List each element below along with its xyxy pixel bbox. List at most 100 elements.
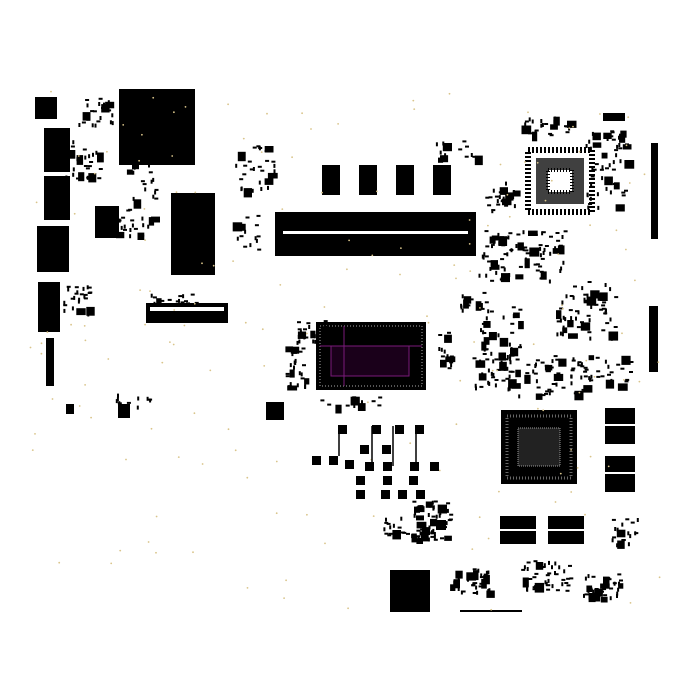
smd-part <box>589 196 592 201</box>
smd-part <box>559 331 562 336</box>
via-dot <box>155 551 157 554</box>
smd-part <box>285 375 290 378</box>
smd-part <box>627 542 630 547</box>
smd-part <box>611 168 616 171</box>
smd-part <box>76 155 84 165</box>
via-dot <box>261 328 264 331</box>
smd-part <box>415 535 418 540</box>
smd-part <box>92 110 97 113</box>
smd-part <box>555 358 560 361</box>
smd-part <box>587 574 590 579</box>
smd-part <box>314 339 317 344</box>
power-stage <box>383 462 392 471</box>
via-dot <box>527 111 529 114</box>
smd-part <box>300 377 305 380</box>
smd-part <box>418 507 421 511</box>
via-dot <box>562 307 564 310</box>
smd-part <box>446 508 449 513</box>
dimm-chip-2 <box>359 165 377 195</box>
bottom-components <box>266 402 522 612</box>
smd-part <box>585 299 590 302</box>
smd-part <box>320 399 325 402</box>
smd-part <box>603 576 610 585</box>
smd-part <box>509 360 512 365</box>
smd-part <box>575 310 579 313</box>
smd-part <box>416 506 425 513</box>
smd-part <box>576 326 581 329</box>
smd-part <box>301 347 306 350</box>
smd-part <box>532 369 535 374</box>
smd-part <box>140 180 145 183</box>
smd-part <box>472 357 477 360</box>
left-connector-1 <box>44 128 70 172</box>
smd-part <box>616 144 619 149</box>
via-dot <box>572 125 574 128</box>
smd-part <box>554 573 559 576</box>
smd-part <box>456 576 461 579</box>
smd-part <box>256 214 261 217</box>
smd-part <box>500 236 504 239</box>
via-dot <box>244 321 247 324</box>
smd-part <box>137 232 145 240</box>
smd-part <box>406 532 410 535</box>
smd-part <box>518 346 522 349</box>
smd-part <box>446 357 451 360</box>
smd-part <box>485 245 490 248</box>
smd-part <box>387 534 392 537</box>
smd-part <box>292 351 297 354</box>
vram-3-stripe <box>500 529 536 531</box>
smd-part <box>618 135 620 140</box>
power-stage <box>381 490 390 499</box>
smd-part <box>141 216 144 221</box>
smd-part <box>88 179 93 182</box>
smd-part <box>562 327 568 334</box>
smd-part <box>544 580 547 585</box>
smd-part <box>425 501 433 508</box>
smd-part <box>131 223 134 228</box>
smd-part <box>460 305 463 310</box>
smd-part <box>553 116 560 126</box>
smd-part <box>383 527 386 532</box>
power-stage <box>345 460 354 469</box>
smd-part <box>87 286 92 289</box>
smd-part <box>556 372 561 375</box>
smd-part <box>471 584 476 586</box>
smd-part <box>81 121 86 124</box>
smd-part <box>483 573 488 576</box>
smd-part <box>90 110 95 113</box>
smd-part <box>134 201 139 204</box>
smd-part <box>500 200 505 203</box>
via-dot <box>279 284 282 286</box>
smd-part <box>577 310 580 315</box>
via-dot <box>144 323 147 326</box>
smd-part <box>285 346 294 353</box>
smd-part <box>86 306 95 316</box>
smd-part <box>430 532 435 535</box>
smd-part <box>130 219 135 222</box>
via-dot <box>51 398 54 400</box>
via-dot <box>487 537 490 540</box>
smd-part <box>534 129 539 132</box>
smd-part <box>133 227 138 230</box>
smd-part <box>464 155 469 158</box>
power-stage <box>383 476 392 485</box>
smd-part <box>449 513 454 516</box>
via-dot <box>491 369 494 372</box>
center-cpu <box>316 322 426 390</box>
smd-part <box>524 374 531 384</box>
smd-part <box>243 164 248 167</box>
gpu-die <box>517 427 561 467</box>
power-stage <box>365 462 374 471</box>
smd-part <box>76 290 79 295</box>
via-dot <box>155 515 158 518</box>
smd-part <box>121 405 124 410</box>
smd-part <box>515 244 518 248</box>
smd-part <box>323 325 328 328</box>
smd-part <box>84 155 87 160</box>
right-connector-1 <box>651 143 658 239</box>
smd-part <box>584 593 589 596</box>
via-dot <box>192 551 194 554</box>
smd-part <box>580 375 583 380</box>
smd-part <box>580 362 583 367</box>
smd-part <box>251 188 254 193</box>
